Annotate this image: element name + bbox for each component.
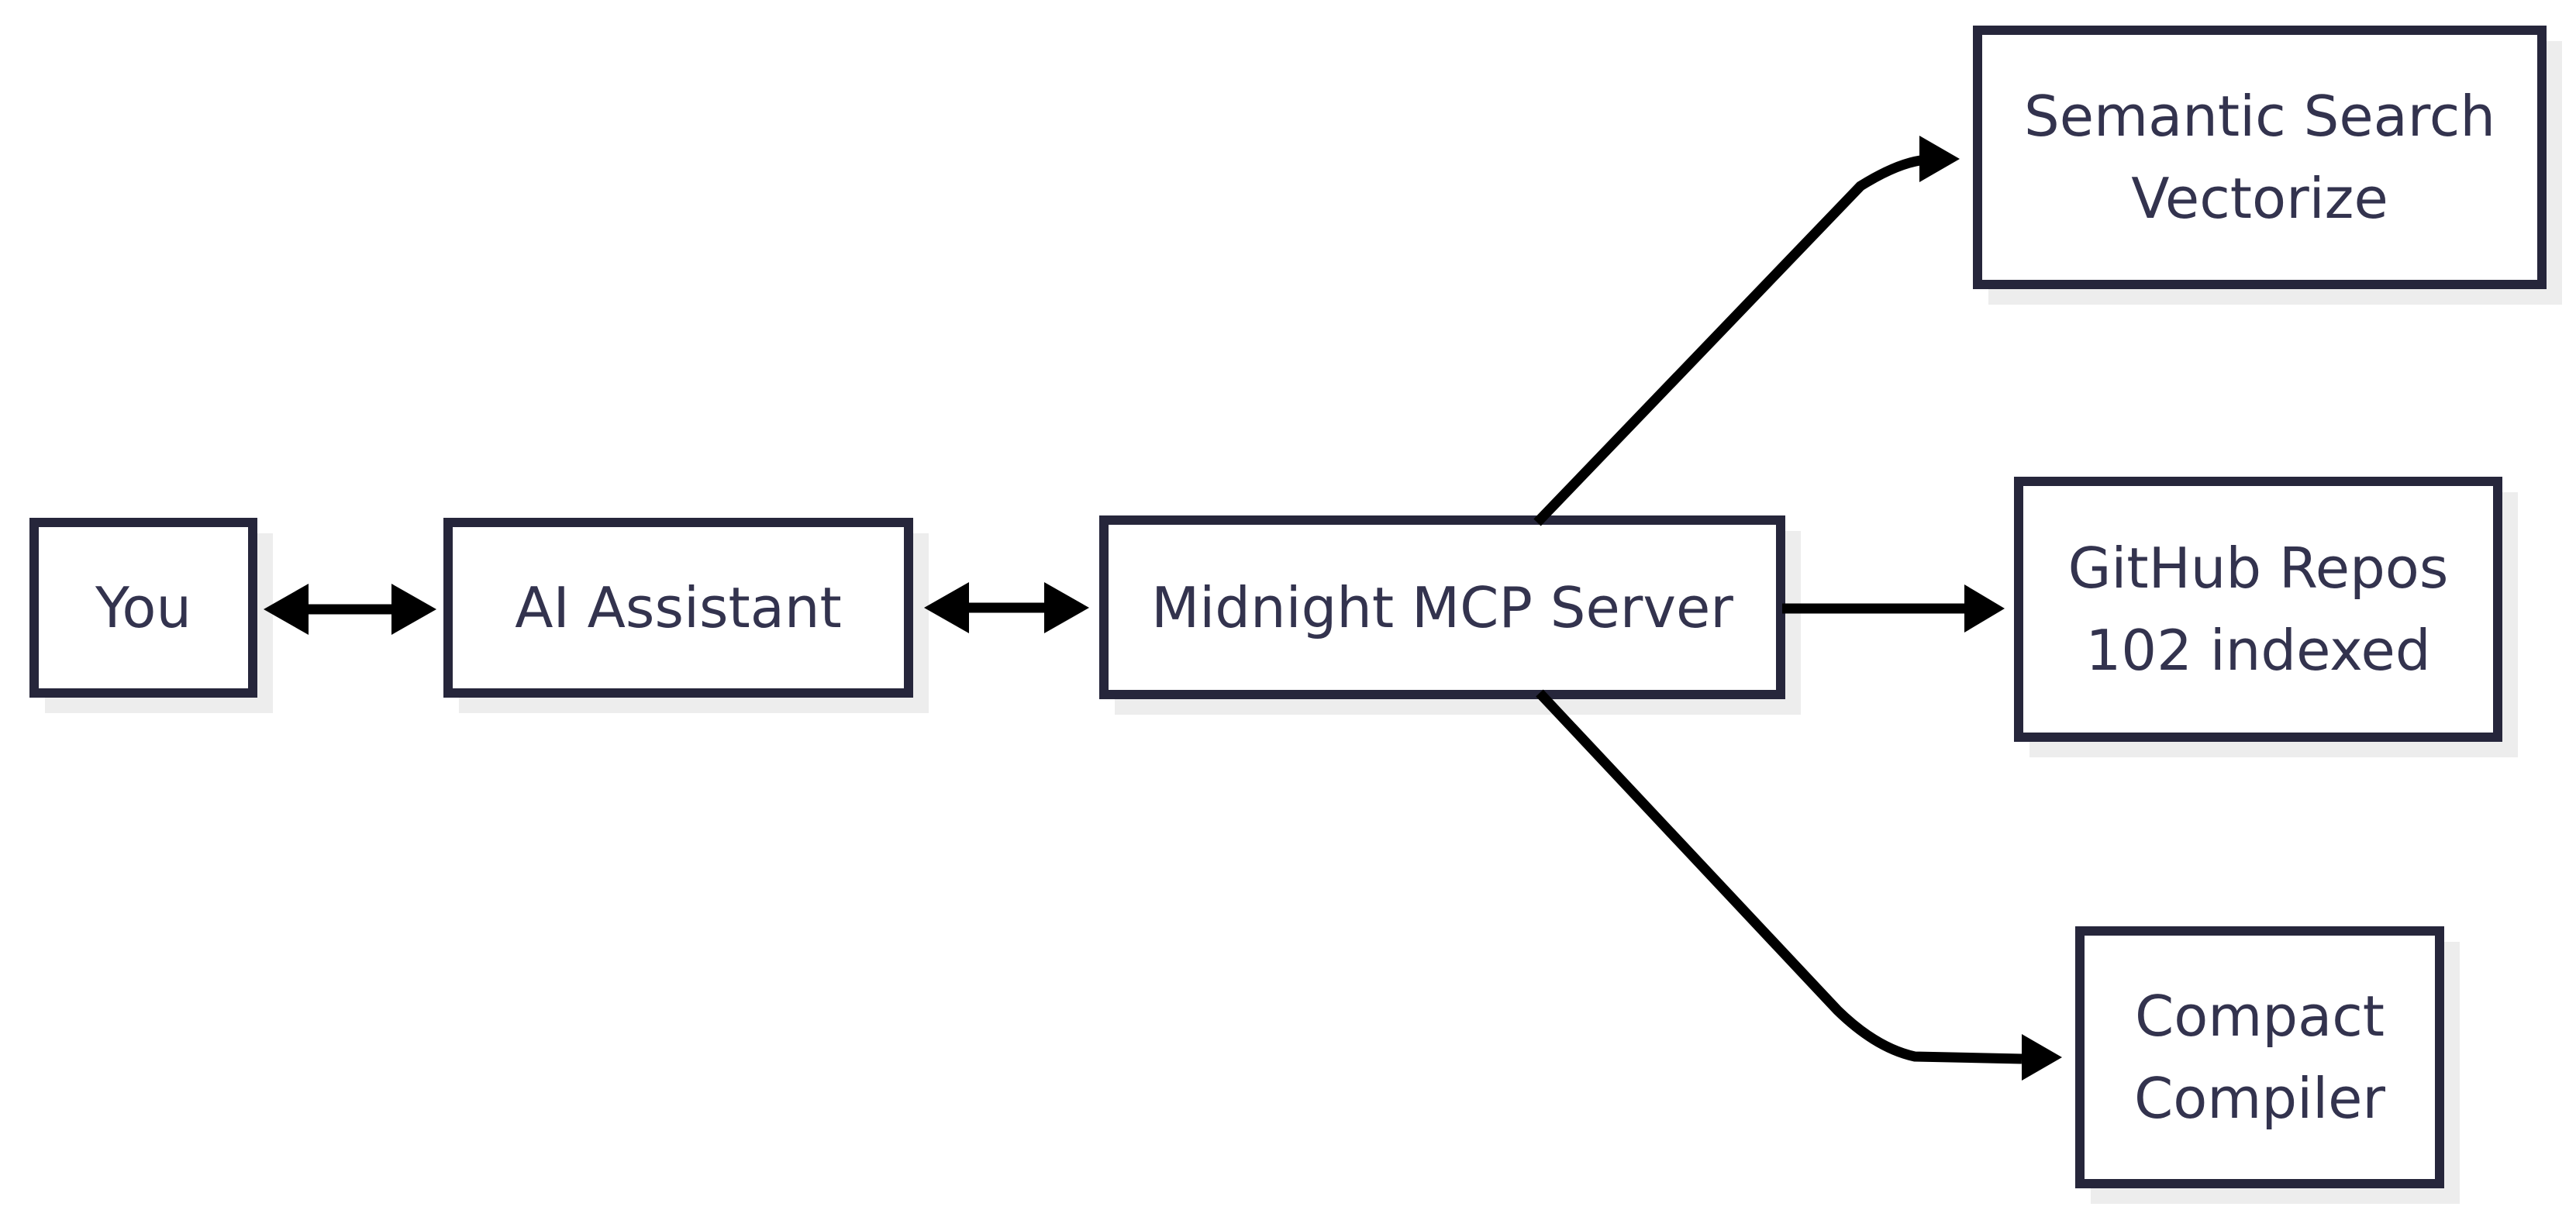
node-semantic-search-line1: Semantic Search bbox=[2024, 84, 2495, 149]
arrow-mcp-compact-compiler bbox=[1536, 689, 2062, 1081]
node-github-repos-line2: 102 indexed bbox=[2085, 618, 2431, 683]
node-semantic-search-line2: Vectorize bbox=[2131, 166, 2388, 231]
arrow-ai-assistant-mcp bbox=[924, 582, 1089, 633]
node-midnight-mcp-server: Midnight MCP Server bbox=[1099, 515, 1785, 699]
arrow-mcp-semantic-search bbox=[1533, 136, 1960, 526]
arrowhead-right-icon bbox=[1919, 136, 1960, 182]
arrow-mcp-github-repos bbox=[1782, 584, 2005, 633]
node-github-repos: GitHub Repos 102 indexed bbox=[2014, 477, 2502, 742]
node-you: You bbox=[29, 518, 257, 698]
node-compact-compiler-line2: Compiler bbox=[2133, 1066, 2386, 1131]
arrowhead-right-icon bbox=[1044, 582, 1089, 633]
node-compact-compiler: Compact Compiler bbox=[2075, 926, 2444, 1188]
arrowhead-right-icon bbox=[391, 584, 436, 635]
node-ai-assistant: AI Assistant bbox=[443, 518, 913, 698]
arrowhead-right-icon bbox=[1964, 584, 2005, 633]
node-you-label: You bbox=[95, 575, 192, 640]
arrowhead-left-icon bbox=[924, 582, 969, 633]
arrowhead-right-icon bbox=[2022, 1034, 2062, 1081]
node-compact-compiler-line1: Compact bbox=[2134, 984, 2385, 1049]
arrow-you-ai-assistant bbox=[264, 584, 436, 635]
node-midnight-mcp-server-label: Midnight MCP Server bbox=[1151, 574, 1733, 640]
node-github-repos-line1: GitHub Repos bbox=[2067, 536, 2449, 601]
arrowhead-left-icon bbox=[264, 584, 309, 635]
node-semantic-search-vectorize: Semantic Search Vectorize bbox=[1973, 26, 2547, 289]
node-ai-assistant-label: AI Assistant bbox=[515, 575, 842, 640]
